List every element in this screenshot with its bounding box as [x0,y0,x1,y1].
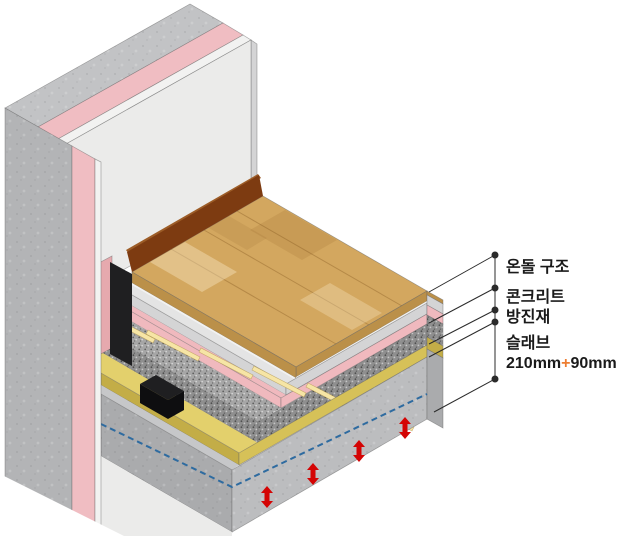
leader-dot [491,375,499,383]
wall-bottom-cut [0,474,124,536]
vibration-arrows [261,417,411,508]
leader-dot [491,306,499,314]
updown-arrow-icon [353,440,365,462]
leader-dot [491,251,499,259]
damping-block-left [140,384,168,419]
heating-pipe [198,347,254,380]
wall-cut-strips [4,107,102,536]
side-cushion-black-strip [110,262,132,366]
leader-dot [491,318,499,326]
wood-plank-lines [170,210,403,345]
lower-room-wall-face [101,456,232,536]
heating-pipe [251,365,307,398]
mortar-top-strip [101,277,296,384]
damping-block-top [140,375,184,400]
wall-cut-insulation [71,145,96,536]
leader-dot [491,284,499,292]
heating-pipe [145,329,201,362]
wall-top-concrete-texture [5,4,223,127]
floor-assembly [94,174,444,536]
wall-far-edge [250,39,258,197]
updown-arrow-icon [307,463,319,485]
slab-top-strip [101,385,239,470]
underlay-white-edge-left [132,283,296,380]
slab-dashed-outline [100,393,428,489]
leader-lines [428,251,499,413]
baseboard-face [127,175,263,272]
floor-right-end-faces [426,290,444,429]
damping-block-front [168,391,184,419]
updown-arrow-icon [261,486,273,508]
updown-arrow-icon [399,417,411,439]
damping-block [140,375,184,419]
wall-cut-board [94,158,102,536]
baseboard [126,174,263,272]
